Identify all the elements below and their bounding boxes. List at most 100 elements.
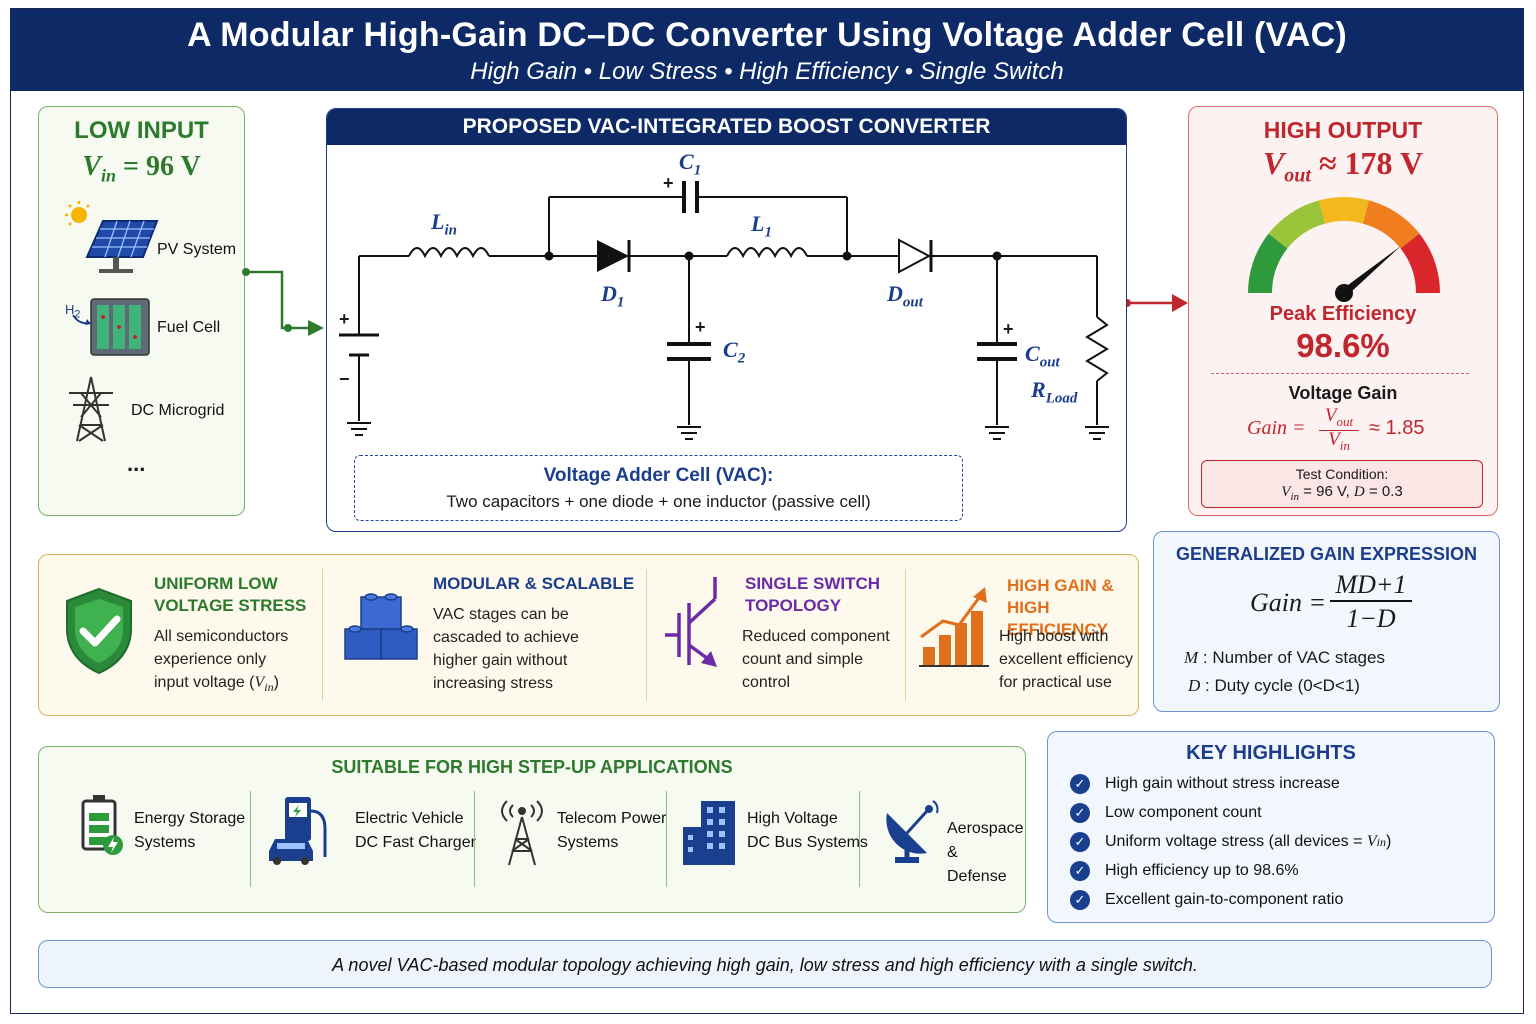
feature-1-close: ) xyxy=(273,674,279,691)
check-icon: ✓ xyxy=(1070,890,1090,910)
label-l1: L1 xyxy=(751,211,772,241)
transistor-switch-icon xyxy=(665,577,717,667)
label-lin-main: L xyxy=(431,209,445,234)
app-3-line2: Systems xyxy=(557,834,619,851)
highlight-close: ) xyxy=(1386,833,1392,850)
app-4-line1: High Voltage xyxy=(747,810,838,827)
h2-letter: H xyxy=(65,302,75,317)
app-3-line1: Telecom Power xyxy=(557,810,667,827)
general-m-desc: : Number of VAC stages xyxy=(1202,648,1385,667)
more-sources: ... xyxy=(127,451,146,476)
feature-divider xyxy=(322,569,323,701)
c2-plus: + xyxy=(695,317,706,337)
feature-1-line3: input voltage (Vin) xyxy=(154,671,288,699)
output-connector xyxy=(1123,294,1188,312)
gain-denominator: Vin xyxy=(1319,429,1359,454)
pv-system-icon xyxy=(65,201,159,273)
feature-divider xyxy=(905,569,906,701)
feature-1-line1: All semiconductors xyxy=(154,628,289,645)
label-d1-main: D xyxy=(601,281,617,306)
vout-sub: out xyxy=(1284,164,1311,187)
vout-number: ≈ 178 V xyxy=(1318,145,1424,181)
label-lin: Lin xyxy=(431,209,457,239)
satellite-dish-icon xyxy=(886,800,939,863)
gauge-needle xyxy=(1341,245,1402,297)
gain-value: ≈ 1.85 xyxy=(1369,417,1425,439)
test-d: D xyxy=(1353,484,1365,500)
feature-4-title-line2: HIGH EFFICIENCY xyxy=(1007,598,1109,639)
vin-sub: in xyxy=(101,165,117,186)
building-blocks-icon xyxy=(344,593,418,660)
cout-plus: + xyxy=(1003,319,1014,339)
app-1-line1: Energy Storage xyxy=(134,810,246,827)
feature-4-title: HIGH GAIN & HIGH EFFICIENCY xyxy=(1007,575,1138,641)
app-5-line2: Defense xyxy=(947,868,1007,885)
label-c1-main: C xyxy=(679,149,694,174)
gain-den-main: V xyxy=(1328,429,1340,450)
page-frame xyxy=(10,8,1524,1014)
label-rload: RLoad xyxy=(1031,377,1077,407)
input-connector xyxy=(242,268,324,336)
feature-2-text: VAC stages can be cascaded to achieve hi… xyxy=(433,603,579,695)
highlight-text: Uniform voltage stress (all devices = xyxy=(1105,833,1363,850)
circuit-title: PROPOSED VAC-INTEGRATED BOOST CONVERTER xyxy=(327,109,1126,145)
gain-numerator: Vout xyxy=(1319,405,1359,431)
label-c1-sub: 1 xyxy=(693,162,702,179)
input-panel: LOW INPUT Vin = 96 V PV System H2 Fuel C… xyxy=(38,106,245,516)
general-d-symbol: D xyxy=(1188,676,1201,695)
gain-num-sub: out xyxy=(1336,413,1354,429)
feature-2-title: MODULAR & SCALABLE xyxy=(433,574,635,593)
label-dout-main: D xyxy=(887,281,903,306)
efficiency-gauge xyxy=(1247,197,1441,302)
highlight-text: Excellent gain-to-component ratio xyxy=(1105,891,1344,908)
ev-charger-icon xyxy=(269,797,327,865)
feature-4-title-line1: HIGH GAIN & xyxy=(1007,576,1114,595)
voltage-gain-heading: Voltage Gain xyxy=(1288,383,1398,403)
feature-3-title-line1: SINGLE SWITCH xyxy=(745,574,881,593)
h2-sub: 2 xyxy=(74,308,81,321)
footer-banner: A novel VAC-based modular topology achie… xyxy=(38,940,1492,988)
highlight-item: ✓Uniform voltage stress (all devices = V… xyxy=(1070,832,1391,852)
label-c2: C2 xyxy=(723,337,745,367)
highlight-text: High efficiency up to 98.6% xyxy=(1105,862,1299,879)
vac-title: Voltage Adder Cell (VAC): xyxy=(543,465,774,486)
highlight-item: ✓ High gain without stress increase xyxy=(1070,774,1340,794)
test-vin: V xyxy=(1281,484,1291,500)
test-d-value: = 0.3 xyxy=(1368,483,1403,500)
label-d1-sub: 1 xyxy=(616,294,625,311)
feature-4-line3: for practical use xyxy=(999,674,1112,691)
c1-plus: + xyxy=(663,173,674,193)
general-d-desc: : Duty cycle (0<D<1) xyxy=(1205,676,1360,695)
feature-3-line3: control xyxy=(742,674,791,691)
input-heading: LOW INPUT xyxy=(74,117,209,144)
app-divider xyxy=(474,791,475,887)
test-vin-value: = 96 V, xyxy=(1303,483,1354,500)
highlight-item: ✓ Excellent gain-to-component ratio xyxy=(1070,890,1343,910)
vout-value: Vout ≈ 178 V xyxy=(1189,145,1497,187)
check-icon: ✓ xyxy=(1070,774,1090,794)
label-cout: Cout xyxy=(1025,341,1060,371)
gain-num-main: V xyxy=(1324,405,1337,426)
circuit-schematic xyxy=(339,181,1109,440)
h2-label: H2 xyxy=(65,302,80,321)
gain-lhs: Gain = xyxy=(1247,417,1306,439)
general-heading: GENERALIZED GAIN EXPRESSION xyxy=(1175,544,1478,564)
check-icon: ✓ xyxy=(1070,861,1090,881)
peak-efficiency-value: 98.6% xyxy=(1296,327,1390,364)
general-numerator: MD+1 xyxy=(1330,570,1412,602)
highlight-vin-sub: in xyxy=(1376,834,1387,849)
feature-1-line2: experience only xyxy=(154,651,267,668)
page-title: A Modular High-Gain DC–DC Converter Usin… xyxy=(187,16,1347,54)
feature-3-title-line2: TOPOLOGY xyxy=(745,596,842,615)
fuel-cell-icon xyxy=(72,298,150,356)
feature-4-line2: excellent efficiency xyxy=(999,651,1133,668)
highlight-text: High gain without stress increase xyxy=(1105,775,1340,792)
label-cout-sub: out xyxy=(1039,354,1060,371)
highlight-vin: V xyxy=(1366,833,1377,850)
feature-2-line3: higher gain without xyxy=(433,652,568,669)
label-lin-sub: in xyxy=(444,222,457,239)
